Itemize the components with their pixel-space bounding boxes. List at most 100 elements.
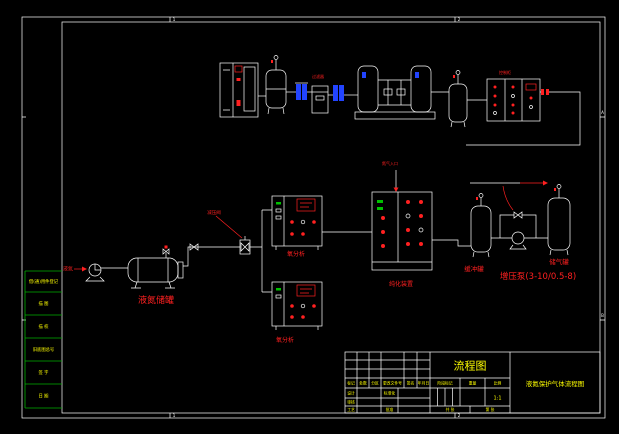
- compressor-cabinet: [219, 62, 259, 118]
- safety-valve: [453, 75, 455, 78]
- pump-casing: [511, 231, 525, 245]
- switch: [275, 294, 282, 299]
- panel-dividers: [504, 79, 523, 121]
- cabinet-lines: [275, 282, 319, 330]
- safety-valve: [164, 245, 168, 249]
- safety-valve: [476, 197, 478, 200]
- control-cabinet-label: 控制柜: [499, 69, 511, 75]
- pipe: [183, 246, 240, 267]
- indicator-light: [493, 103, 497, 107]
- filters-primary: [295, 82, 308, 100]
- indicator-light: [381, 230, 385, 234]
- inlet-arrowhead: [82, 266, 87, 272]
- indicator-light: [405, 213, 411, 219]
- indicator-light: [290, 304, 294, 308]
- safety-valve: [271, 60, 273, 63]
- outlet-valve: [541, 89, 544, 95]
- sheets-total: 共 张: [446, 407, 455, 412]
- oxygen-analyzer-upper: [271, 195, 323, 250]
- filter-element: [296, 84, 301, 100]
- dryer-body: [311, 85, 329, 114]
- panel-display: [525, 83, 537, 91]
- indicator-light: [236, 100, 241, 106]
- analyzer-display: [296, 284, 316, 297]
- strip-cell-2: 描 图: [39, 300, 49, 307]
- strip-cell-1: 借(通)用件登记: [29, 278, 59, 285]
- switch: [275, 208, 282, 213]
- indicator-light: [419, 242, 423, 246]
- pressure-gauge: [478, 193, 484, 198]
- strip-grid: [24, 270, 62, 409]
- tank-flange: [177, 261, 184, 279]
- return-arrowhead: [543, 180, 548, 186]
- zone-bottom-1: 1: [173, 413, 176, 418]
- adsorption-tower-a: [357, 65, 379, 113]
- indicator-light: [300, 303, 306, 309]
- reducer-leader: [215, 215, 243, 239]
- sheet-number: 第 张: [486, 407, 495, 412]
- booster-pump: [499, 211, 537, 250]
- indicator-light: [381, 216, 385, 220]
- analyzer-cabinet: [271, 195, 323, 247]
- indicator-light: [493, 111, 497, 115]
- status-light: [276, 288, 281, 291]
- zone-ticks: [22, 17, 605, 418]
- strip-cell-3: 描 校: [39, 323, 50, 330]
- tank-body: [127, 257, 179, 283]
- stage-label: 阶段标记: [437, 381, 452, 386]
- tower-mark: [362, 72, 366, 78]
- analyzer-upper-label: 氧分析: [287, 250, 305, 258]
- status-light: [276, 202, 281, 205]
- buffer-tank: [470, 193, 492, 258]
- indicator-light: [301, 232, 305, 236]
- weight-label: 重量: [469, 381, 477, 386]
- gas-storage-tank: [547, 184, 571, 256]
- inlet-label: 液氮: [63, 266, 73, 273]
- switch: [275, 215, 282, 220]
- indicator-light: [300, 219, 306, 225]
- indicator-light: [290, 315, 294, 319]
- scale-value: 1:1: [493, 396, 501, 402]
- cabinet-lines: [372, 192, 432, 263]
- psa-nitrogen-generator: [354, 65, 436, 120]
- process-label: 工艺: [347, 407, 355, 412]
- switching-valve: [396, 88, 406, 96]
- pressure-reducing-valve: [239, 236, 251, 255]
- skid-base: [354, 111, 436, 120]
- pump-base: [509, 244, 527, 250]
- zone-right-b: B: [601, 313, 604, 318]
- analyzer-display: [296, 198, 316, 212]
- analyzer-lower-label: 氧分析: [276, 336, 294, 344]
- indicator-light: [419, 200, 423, 204]
- indicator-light: [511, 85, 515, 89]
- drawing-name: 液氮保护气体流程图: [526, 379, 585, 388]
- strip-cell-4: 旧底图总号: [33, 346, 54, 353]
- valve-manifold: [378, 79, 411, 106]
- strip-cell-5: 签 字: [39, 369, 49, 376]
- pressure-gauge: [556, 184, 562, 189]
- outlet-valve: [546, 89, 549, 95]
- outer-border: [21, 16, 606, 419]
- display-readout: [300, 202, 312, 208]
- nitrogen-inlet-label: 氮气入口: [382, 160, 398, 166]
- safety-valve: [554, 188, 556, 191]
- pressure-gauge: [273, 55, 279, 60]
- bypass-line: [499, 214, 537, 238]
- panel-body: [486, 78, 541, 122]
- indicator-light: [529, 105, 533, 109]
- indicator-light: [493, 94, 497, 98]
- tank-fittings: [266, 60, 286, 115]
- cabinet-lines: [275, 196, 319, 250]
- indicator-light: [301, 315, 305, 319]
- valve-symbol: [240, 236, 250, 252]
- tower-mark: [415, 72, 419, 78]
- booster-pump-label: 增压泵(3-10/0.5-8): [500, 271, 576, 282]
- indicator-light: [290, 220, 294, 224]
- cabinet-display: [234, 65, 243, 73]
- inlet-arrowhead: [393, 187, 399, 192]
- indicator-light: [312, 220, 316, 224]
- air-compressor: [219, 62, 259, 118]
- display-readout: [300, 288, 312, 294]
- indicator-light: [529, 96, 533, 100]
